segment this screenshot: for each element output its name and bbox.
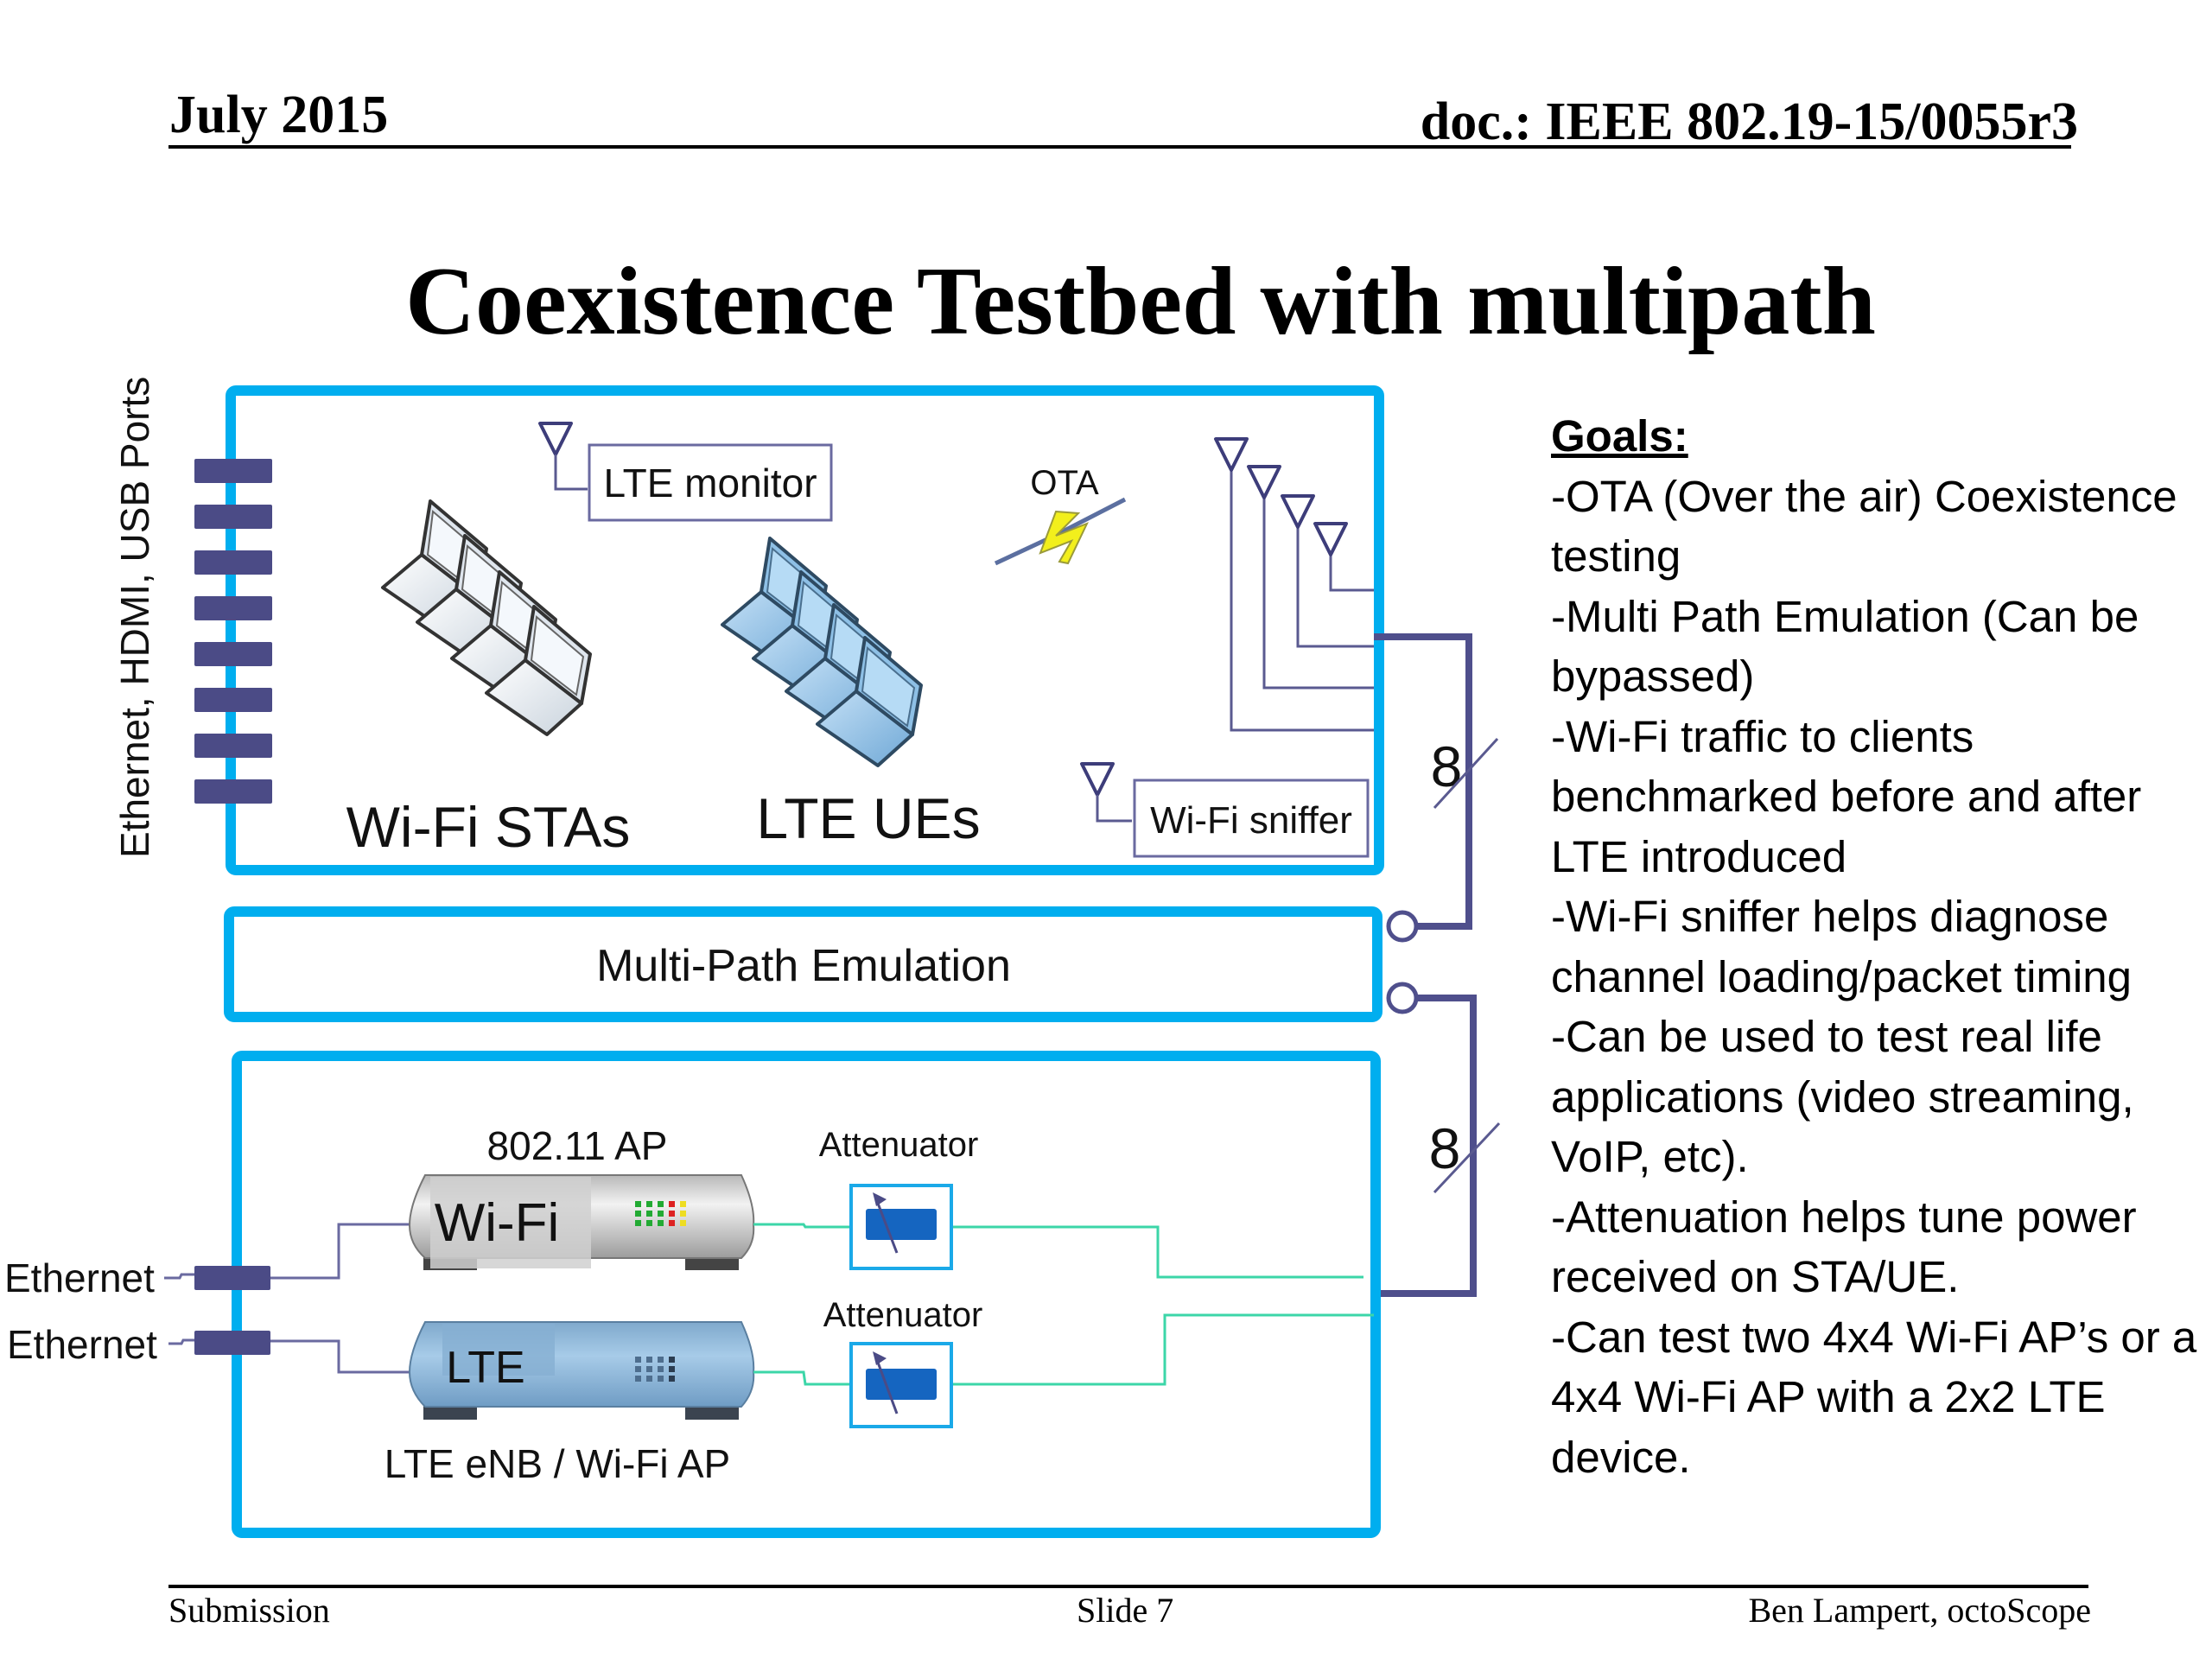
attenuator-2-icon [849,1342,953,1428]
ethernet-port-1 [194,1266,270,1290]
goals-line: -Multi Path Emulation (Can be [1551,591,2139,641]
ota-lightning-icon [994,497,1127,566]
enb-label: LTE eNB / Wi-Fi AP [385,1441,730,1486]
goals-line: received on STA/UE. [1551,1252,1960,1301]
footer-author: Ben Lampert, octoScope [1748,1591,2091,1630]
ota-label: OTA [1030,464,1099,502]
multipath-emulation-box [224,906,1382,1022]
goals-line: -Wi-Fi traffic to clients [1551,711,1974,761]
side-ports [194,459,272,804]
rf-bus-bottom [1374,995,1477,1297]
wifi-ap-device-icon [408,1174,755,1270]
goals-line: channel loading/packet timing [1551,951,2132,1001]
goals-line: device. [1551,1432,1691,1482]
attenuator-1-icon [849,1184,953,1270]
bus-count-top: 8 [1431,734,1463,798]
wifi-sniffer-label: Wi-Fi sniffer [1150,799,1352,842]
wifi-stas-label: Wi-Fi STAs [346,795,631,859]
attenuator-2-label: Attenuator [823,1296,983,1334]
multipath-port-bottom [1386,982,1419,1014]
multipath-emulation-label: Multi-Path Emulation [596,941,1011,991]
goals-line: -Attenuation helps tune power [1551,1192,2137,1242]
rf-lines [753,1223,1374,1386]
attenuator-1-label: Attenuator [819,1126,979,1164]
header-date: July 2015 [169,86,389,144]
ethernet-label-2: Ethernet [7,1322,157,1367]
footer-rule [168,1585,2088,1588]
goals-heading: Goals: [1551,411,1688,461]
footer-submission: Submission [168,1591,330,1630]
lte-monitor-label: LTE monitor [603,461,817,505]
header-rule [168,145,2071,149]
wifi-sniffer-box [1133,779,1370,858]
goals-line: LTE introduced [1551,831,1847,881]
ethernet-port-2 [194,1331,270,1355]
goals-line: applications (video streaming, [1551,1071,2134,1122]
lte-ues-label: LTE UEs [756,786,980,850]
lte-device-label: LTE [446,1343,525,1393]
goals-line: 4x4 Wi-Fi AP with a 2x2 LTE [1551,1372,2106,1421]
bus-slash-bottom [1433,1122,1501,1194]
footer-slide-number: Slide 7 [1077,1591,1174,1630]
goals-line: benchmarked before and after [1551,772,2142,821]
goals-line: testing [1551,531,1681,581]
bus-slash-top [1433,737,1499,810]
goals-line: -OTA (Over the air) Coexistence [1551,471,2177,521]
ethernet-label-1: Ethernet [4,1255,155,1300]
goals-line: bypassed) [1551,652,1755,701]
wifi-device-label: Wi-Fi [435,1193,560,1253]
goals-line: -Wi-Fi sniffer helps diagnose [1551,892,2109,941]
ethernet-cables [164,1223,411,1374]
header-doc-id: doc.: IEEE 802.19-15/0055r3 [1420,92,2078,151]
ap-label: 802.11 AP [487,1123,668,1168]
goals-line: -Can test two 4x4 Wi-Fi AP’s or a [1551,1312,2197,1362]
multipath-port-top [1386,910,1419,943]
goals-line: -Can be used to test real life [1551,1012,2102,1061]
lte-monitor-box [588,443,833,522]
goals-list: Goals: -OTA (Over the air) Coexistence t… [1551,406,2197,1487]
rf-bus-top [1374,633,1472,930]
testbed-diagram: Ethernet, HDMI, USB Ports LTE monitor Wi… [4,377,1501,1538]
goals-line: VoIP, etc). [1551,1132,1749,1181]
lte-enb-device-icon [408,1321,755,1420]
slide-title: Coexistence Testbed with multipath [405,248,1876,355]
side-ports-label: Ethernet, HDMI, USB Ports [112,377,157,858]
